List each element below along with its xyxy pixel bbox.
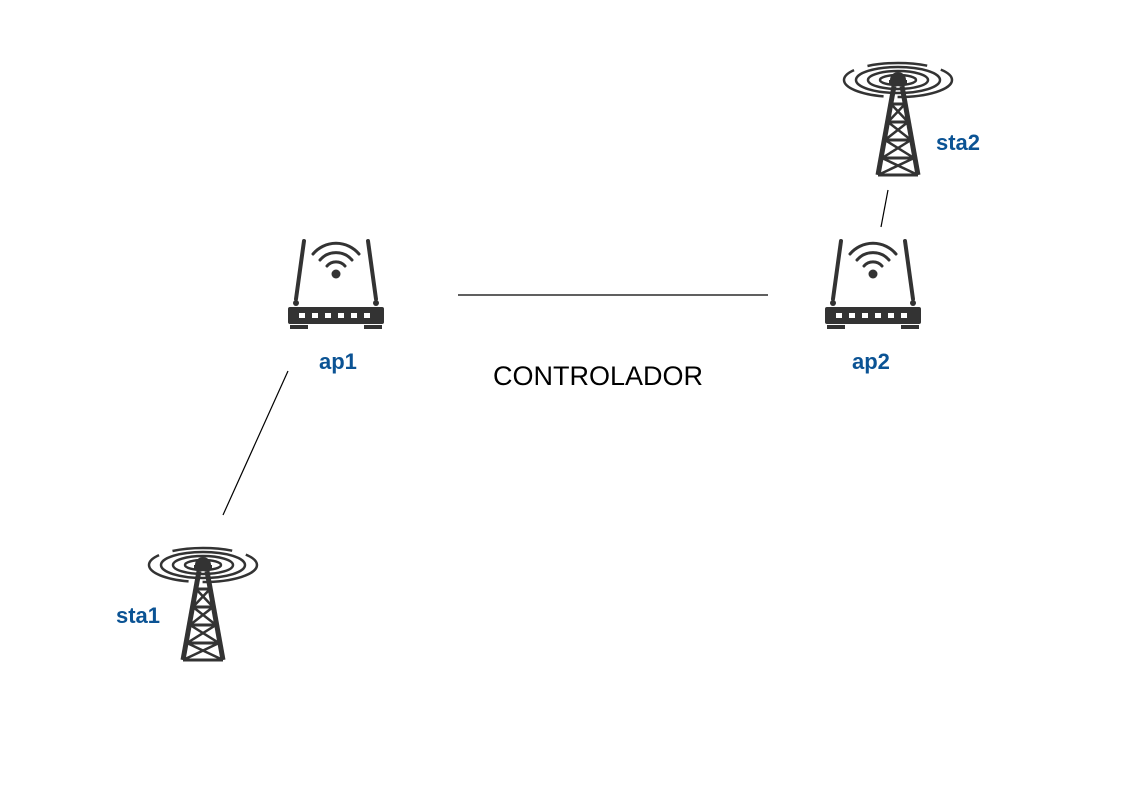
- link-ap1-sta1: [222, 370, 289, 516]
- node-label-ap2: ap2: [852, 349, 890, 374]
- link-ap2-sta2: [880, 189, 889, 228]
- node-label-sta1: sta1: [116, 603, 161, 628]
- node-label-sta2: sta2: [936, 130, 981, 155]
- node-label-ap1: ap1: [319, 349, 357, 374]
- radio-tower-icon[interactable]: [149, 548, 257, 660]
- wifi-router-icon[interactable]: [823, 239, 923, 331]
- link-label-controlador: CONTROLADOR: [493, 361, 704, 391]
- radio-tower-icon[interactable]: [844, 63, 952, 175]
- wifi-router-icon[interactable]: [286, 239, 386, 331]
